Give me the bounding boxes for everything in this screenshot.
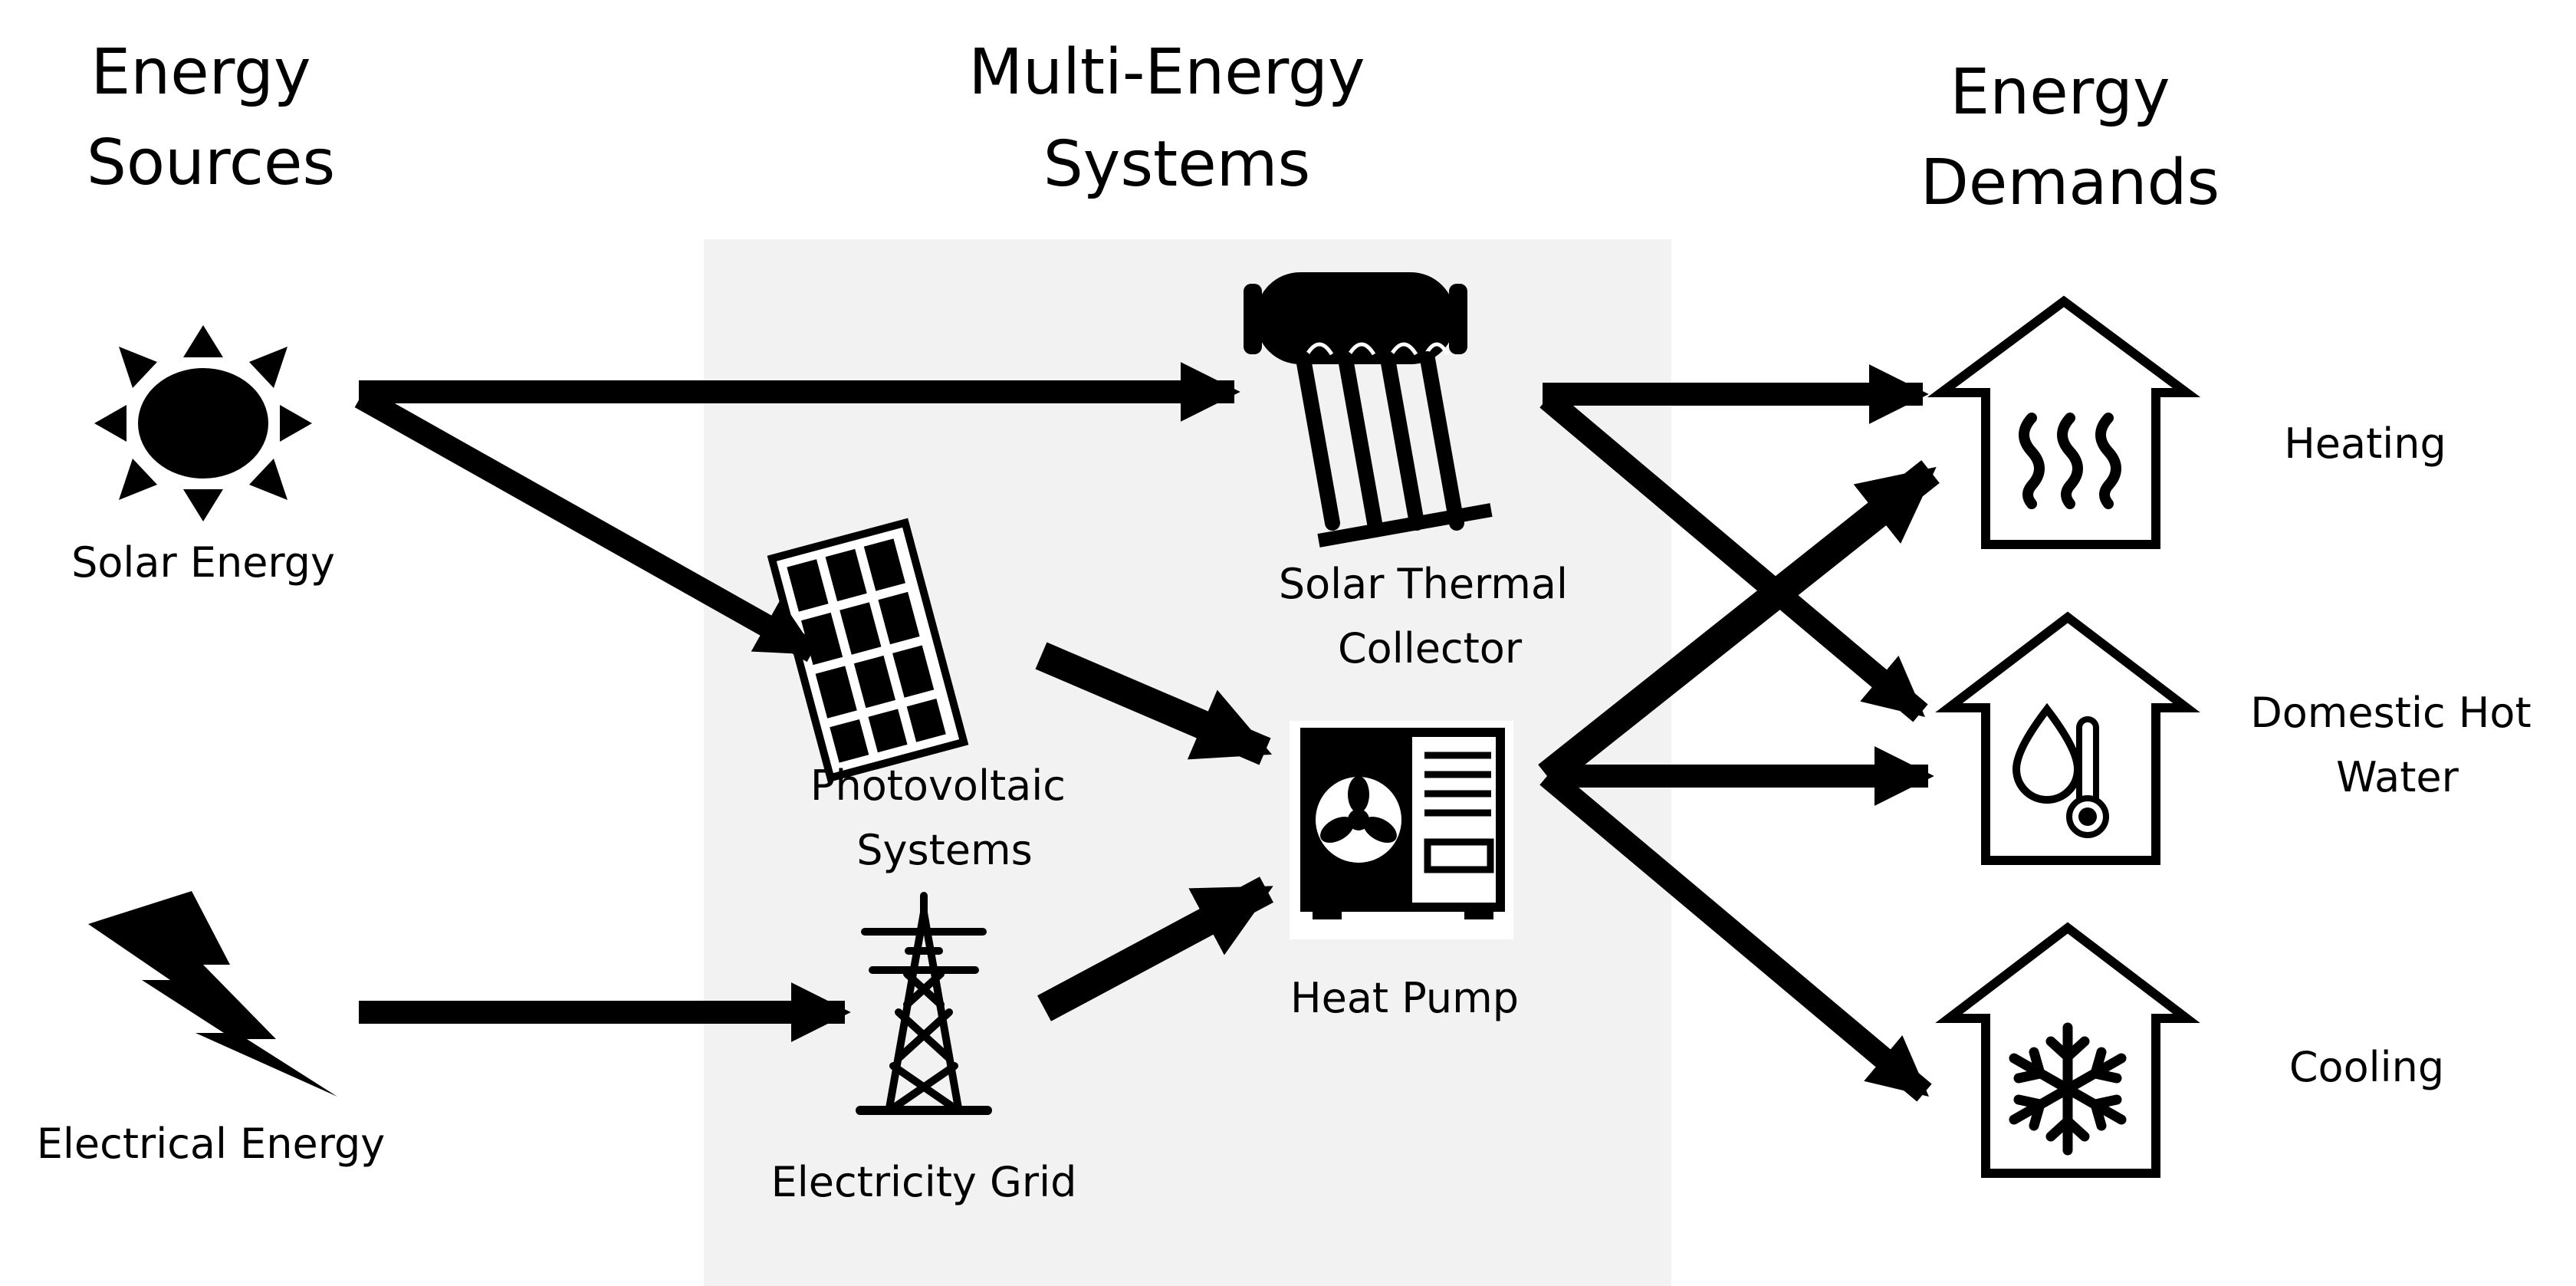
house-water-thermometer-icon [1935, 611, 2200, 865]
photovoltaic-label: Photovoltaic Systems [810, 761, 1079, 874]
heat-pump-label: Heat Pump [1290, 974, 1519, 1022]
sources-title-line-1: Energy [90, 36, 310, 109]
demands-title-line-1: Energy [1950, 56, 2170, 129]
lightning-bolt-icon [88, 891, 337, 1097]
arrow-grid-to-heatpump [1037, 877, 1273, 1021]
solar-thermal-collector-icon [1244, 272, 1493, 548]
demands-title: Energy Demands [1921, 56, 2220, 219]
house-heating-icon [1927, 295, 2201, 549]
solar-thermal-label-line-2: Collector [1338, 624, 1523, 673]
demands-title-line-2: Demands [1921, 146, 2220, 219]
dhw-label: Domestic Hot Water [2250, 689, 2545, 801]
arrow-sun-to-pv [354, 386, 819, 663]
systems-title-line-2: Systems [1043, 128, 1311, 201]
solar-energy-label: Solar Energy [71, 538, 335, 587]
electrical-energy-label: Electrical Energy [37, 1120, 385, 1168]
dhw-label-line-2: Water [2336, 753, 2459, 801]
solar-thermal-label: Solar Thermal Collector [1279, 560, 1581, 673]
house-snowflake-icon [1935, 922, 2200, 1178]
photovoltaic-label-line-1: Photovoltaic [810, 761, 1066, 810]
photovoltaic-label-line-2: Systems [856, 826, 1033, 874]
solar-thermal-label-line-1: Solar Thermal [1279, 560, 1568, 608]
arrow-pv-to-heatpump [1035, 642, 1273, 765]
arrow-collector-to-dhw [1539, 390, 1928, 722]
cooling-label: Cooling [2289, 1043, 2444, 1091]
dhw-label-line-1: Domestic Hot [2250, 689, 2531, 737]
arrow-heatpump-to-cooling [1539, 767, 1932, 1102]
flow-arrows [354, 362, 1940, 1102]
electricity-grid-label: Electricity Grid [771, 1158, 1077, 1206]
systems-title: Multi-Energy Systems [968, 36, 1385, 201]
solar-panel-icon [767, 518, 969, 783]
heating-label: Heating [2284, 419, 2446, 468]
transmission-tower-icon [856, 892, 992, 1115]
systems-title-line-1: Multi-Energy [968, 36, 1365, 109]
sources-title-line-2: Sources [87, 127, 335, 199]
sun-icon [94, 325, 312, 521]
sources-title: Energy Sources [87, 36, 335, 199]
heat-pump-icon [1290, 721, 1513, 939]
arrow-heatpump-to-heating [1538, 460, 1940, 788]
